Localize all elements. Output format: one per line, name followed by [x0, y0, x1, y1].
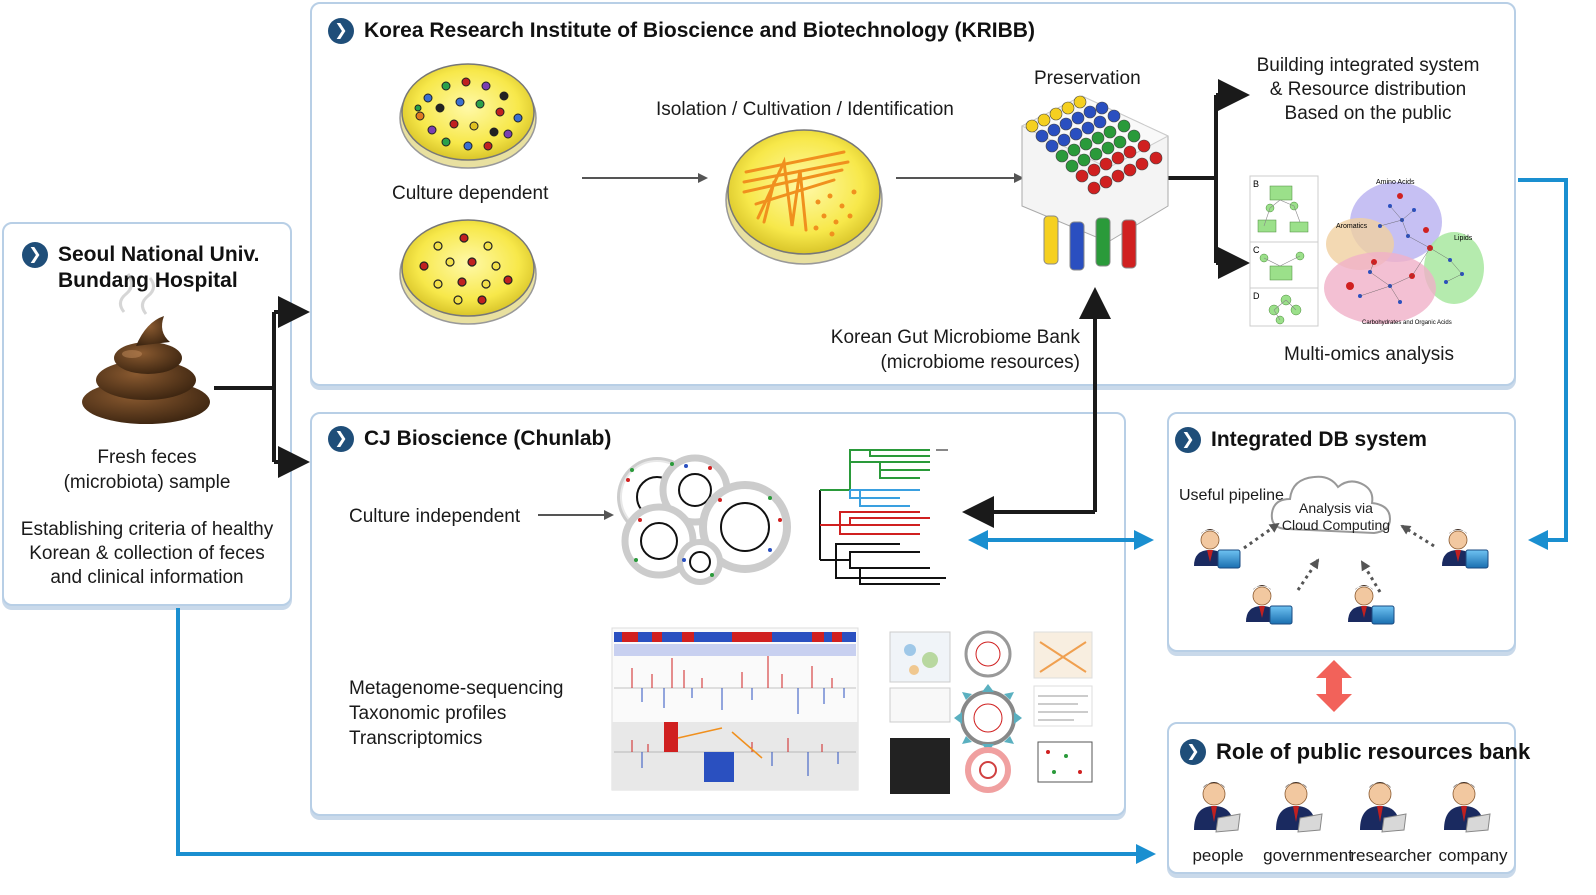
bank-arrow	[962, 287, 1111, 528]
panel-b-label: B	[1253, 179, 1259, 189]
chevron-icon: ❯	[1175, 427, 1201, 453]
user-icon	[1194, 529, 1241, 569]
isolation-label: Isolation / Cultivation / Identification	[656, 99, 954, 120]
process-arrows	[538, 173, 1024, 520]
feces-icon	[82, 273, 210, 424]
red-double-arrow	[1316, 660, 1352, 712]
hospital-fork	[214, 296, 310, 478]
sample-label: Fresh feces (microbiota) sample	[12, 445, 282, 495]
criteria-line1: Establishing criteria of healthy	[20, 519, 274, 540]
sample-line1: Fresh feces	[97, 447, 197, 468]
building-line1: Building integrated system	[1256, 55, 1480, 76]
meta-line1: Metagenome-sequencing	[349, 678, 564, 699]
tube-rack	[1020, 95, 1170, 271]
criteria-label: Establishing criteria of healthy Korean …	[8, 518, 286, 590]
bank-line2: (microbiome resources)	[880, 352, 1080, 373]
network-figure: B C D Amino Acids Aromatics	[1249, 175, 1484, 327]
kribb-title-text: Korea Research Institute of Bioscience a…	[364, 19, 1035, 42]
chevron-icon: ❯	[22, 242, 48, 268]
cloud-line2: Cloud Computing	[1282, 517, 1390, 533]
people-icon	[1194, 782, 1241, 833]
panel-c-label: C	[1253, 245, 1260, 255]
government-label: government	[1263, 846, 1353, 865]
petri-dish-top	[399, 63, 537, 169]
researcher-label: researcher	[1350, 846, 1432, 865]
cj-title: ❯ CJ Bioscience (Chunlab)	[328, 426, 611, 452]
meta-line2: Taxonomic profiles	[349, 703, 507, 724]
db-title-text: Integrated DB system	[1211, 428, 1427, 451]
hospital-title: ❯ Seoul National Univ. Bundang Hospital	[22, 242, 259, 294]
preservation-label: Preservation	[1034, 68, 1141, 89]
cloud-icon	[1270, 475, 1392, 535]
researcher-icon	[1360, 782, 1407, 833]
phylo-tree	[819, 449, 948, 585]
sample-line2: (microbiota) sample	[63, 472, 231, 493]
user-icon	[1348, 585, 1395, 625]
streak-plate	[725, 129, 883, 265]
people-label: people	[1192, 846, 1244, 865]
hospital-title-line1: Seoul National Univ.	[58, 243, 260, 266]
bank-label: Korean Gut Microbiome Bank (microbiome r…	[800, 325, 1080, 375]
hospital-to-role-arrow	[176, 608, 1156, 864]
carbo-label: Carbohydrates and Organic Acids	[1362, 320, 1452, 326]
building-label: Building integrated system & Resource di…	[1238, 54, 1498, 126]
building-line2: & Resource distribution	[1269, 79, 1467, 100]
role-title-text: Role of public resources bank	[1216, 739, 1531, 764]
culture-dependent-label: Culture dependent	[392, 183, 549, 204]
analysis-collage	[889, 630, 1093, 794]
aromatics-label: Aromatics	[1336, 223, 1368, 230]
bank-line1: Korean Gut Microbiome Bank	[830, 327, 1080, 348]
pipeline-label: Useful pipeline	[1179, 487, 1284, 504]
blue-connectors	[176, 178, 1568, 864]
dotted-arrows	[1243, 522, 1435, 593]
genome-plots	[617, 454, 791, 585]
criteria-line2: Korean & collection of feces	[29, 543, 265, 564]
preservation-fork	[1168, 79, 1250, 279]
role-title: ❯ Role of public resources bank	[1180, 739, 1530, 765]
petri-dish-bottom	[399, 219, 537, 325]
amino-label: Amino Acids	[1376, 179, 1415, 186]
genome-tracks	[611, 627, 859, 791]
kribb-title: ❯ Korea Research Institute of Bioscience…	[328, 18, 1035, 44]
panel-d-label: D	[1253, 291, 1260, 301]
chevron-icon: ❯	[328, 18, 354, 44]
government-icon	[1276, 782, 1323, 833]
meta-label: Metagenome-sequencing Taxonomic profiles…	[349, 676, 563, 751]
user-icon	[1442, 529, 1489, 569]
kribb-to-db-arrow	[1518, 178, 1568, 550]
db-title: ❯ Integrated DB system	[1175, 427, 1427, 453]
cloud-line1: Analysis via	[1299, 500, 1373, 516]
company-label: company	[1438, 846, 1508, 865]
culture-independent-label: Culture independent	[349, 506, 521, 527]
meta-line3: Transcriptomics	[349, 728, 483, 749]
user-icon	[1246, 585, 1293, 625]
chevron-icon: ❯	[1180, 739, 1206, 765]
building-line3: Based on the public	[1284, 103, 1452, 124]
cj-title-text: CJ Bioscience (Chunlab)	[364, 427, 612, 450]
lipids-label: Lipids	[1454, 235, 1473, 242]
company-icon	[1444, 782, 1491, 833]
multiomics-label: Multi-omics analysis	[1284, 344, 1454, 365]
hospital-title-line2: Bundang Hospital	[58, 269, 238, 292]
criteria-line3: and clinical information	[50, 567, 244, 588]
loose-tubes	[1043, 215, 1137, 271]
chevron-icon: ❯	[328, 426, 354, 452]
